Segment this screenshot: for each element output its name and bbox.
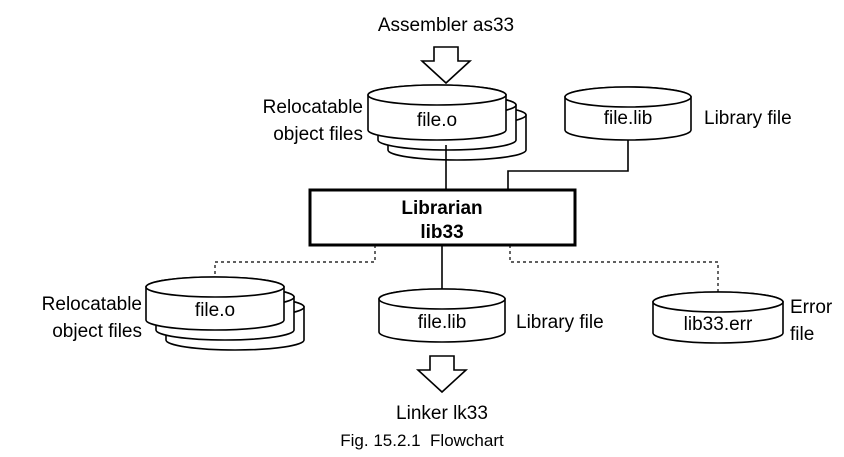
linker-label: Linker lk33 (396, 403, 488, 424)
dashed-connector-objects (214, 245, 376, 278)
error-file-disk (652, 291, 784, 344)
output-object-label-line2: object files (52, 321, 142, 342)
output-library-label: Library file (516, 312, 604, 333)
input-library-file-name: file.lib (604, 108, 653, 129)
assembler-label: Assembler as33 (378, 15, 514, 36)
output-object-label-line1: Relocatable (42, 294, 142, 315)
librarian-title: Librarian (401, 198, 482, 219)
error-file-name: lib33.err (684, 314, 753, 335)
input-library-label: Library file (704, 108, 792, 129)
figure-caption: Fig. 15.2.1 Flowchart (340, 431, 504, 450)
input-object-files-disk (367, 84, 527, 161)
input-library-disk (564, 86, 692, 141)
output-arrow (415, 355, 469, 394)
input-arrow (419, 46, 473, 85)
input-object-label-line1: Relocatable (263, 97, 363, 118)
output-library-disk (378, 288, 506, 343)
connector-library-to-librarian (507, 140, 629, 190)
input-object-file-name: file.o (417, 110, 457, 131)
output-object-file-name: file.o (195, 300, 235, 321)
output-object-files-disk (145, 276, 305, 351)
output-library-file-name: file.lib (418, 312, 467, 333)
dashed-connector-error (509, 245, 719, 294)
error-file-label-line1: Error (790, 297, 833, 318)
error-file-label-line2: file (790, 324, 814, 345)
input-object-label-line2: object files (273, 124, 363, 145)
librarian-subtitle: lib33 (420, 222, 463, 243)
